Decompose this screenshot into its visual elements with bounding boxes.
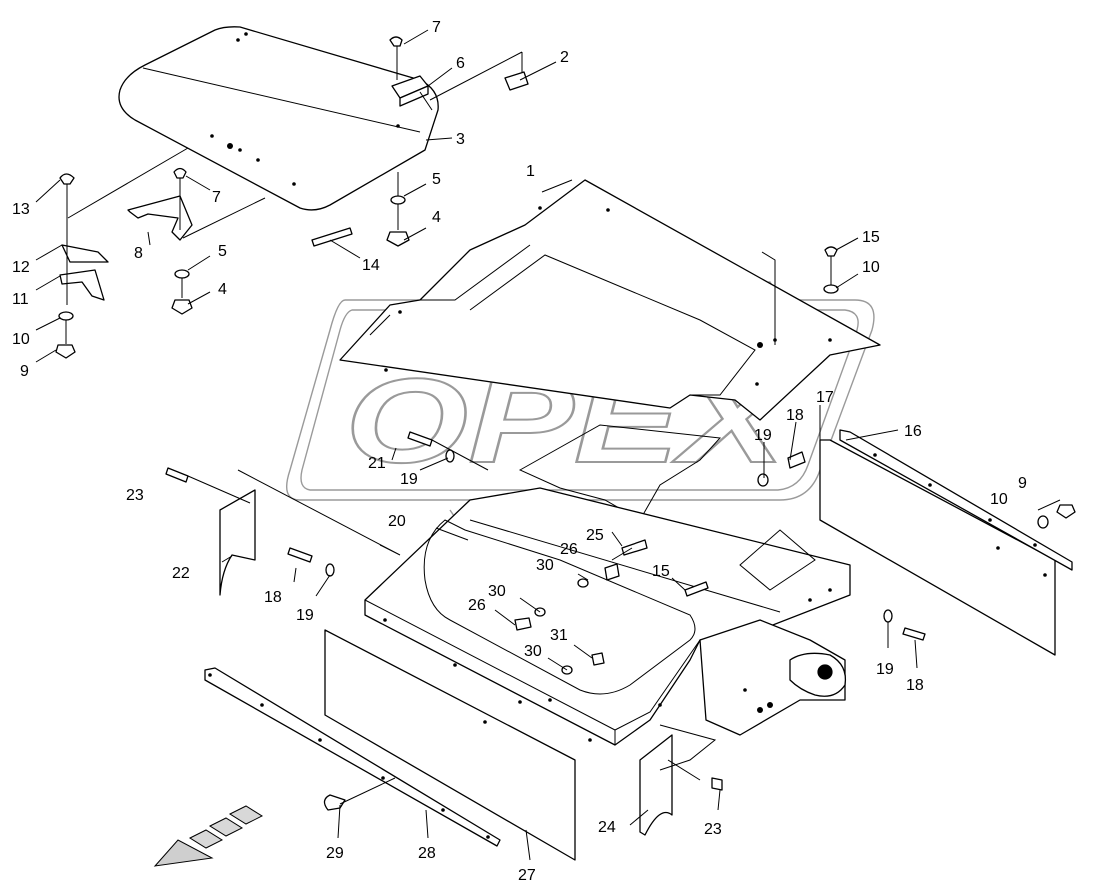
rear-plate-outline <box>518 424 722 521</box>
left-bracket-part <box>219 489 256 596</box>
callout-17: 17 <box>816 389 834 406</box>
callout-26-top: 26 <box>560 541 578 558</box>
callout-10-right: 10 <box>990 491 1008 508</box>
callout-18-bottom: 18 <box>906 677 924 694</box>
floor-plate-part <box>339 179 881 421</box>
callout-26-mid: 26 <box>468 597 486 614</box>
callout-18-left: 18 <box>264 589 282 606</box>
right-side-plates <box>819 429 1073 656</box>
callout-11: 11 <box>12 291 29 308</box>
callout-9-right: 9 <box>1018 475 1027 492</box>
strip-part <box>311 227 353 247</box>
callout-20: 20 <box>388 513 406 530</box>
callout-25: 25 <box>586 527 604 544</box>
forward-direction-arrow-icon <box>153 805 264 867</box>
callout-28: 28 <box>418 845 436 862</box>
callout-19-right: 19 <box>754 427 772 444</box>
callout-19-left: 19 <box>296 607 314 624</box>
callout-21: 21 <box>368 455 386 472</box>
callout-12: 12 <box>12 259 30 276</box>
callout-4-top: 4 <box>432 209 441 226</box>
callout-7-top: 7 <box>432 19 441 36</box>
top-cover-part <box>118 26 439 211</box>
left-small-parts <box>55 147 266 359</box>
callout-4-left: 4 <box>218 281 227 298</box>
callout-14: 14 <box>362 257 380 274</box>
callout-30-bottom: 30 <box>524 643 542 660</box>
callout-2: 2 <box>560 49 569 66</box>
callout-7-left: 7 <box>212 189 221 206</box>
callout-27: 27 <box>518 867 536 884</box>
callout-5-top: 5 <box>432 171 441 188</box>
scattered-fasteners <box>165 246 1076 811</box>
callout-16: 16 <box>904 423 922 440</box>
callout-19-mid: 19 <box>400 471 418 488</box>
center-fasteners <box>386 172 410 247</box>
callout-1: 1 <box>526 163 535 180</box>
callout-6: 6 <box>456 55 465 72</box>
callout-29: 29 <box>326 845 344 862</box>
callout-9-left: 9 <box>20 363 29 380</box>
bottom-bracket-part <box>639 734 673 836</box>
bottom-plates <box>204 629 576 861</box>
callout-10-top: 10 <box>862 259 880 276</box>
callout-23-bottom: 23 <box>704 821 722 838</box>
callout-13: 13 <box>12 201 30 218</box>
callout-15-top: 15 <box>862 229 880 246</box>
callout-8: 8 <box>134 245 143 262</box>
leader-lines <box>35 29 1061 861</box>
callout-22: 22 <box>172 565 190 582</box>
callout-23-left: 23 <box>126 487 144 504</box>
callout-3: 3 <box>456 131 465 148</box>
callout-24: 24 <box>598 819 616 836</box>
callout-labels: 1 2 3 4 4 5 5 6 7 7 8 9 9 10 10 10 11 12… <box>12 19 1027 884</box>
bracket-outline <box>659 724 717 771</box>
callout-10-left: 10 <box>12 331 30 348</box>
main-frame-part <box>364 487 851 746</box>
hinge-part <box>389 36 529 111</box>
callout-30-mid: 30 <box>488 583 506 600</box>
callout-18-right: 18 <box>786 407 804 424</box>
callout-19-bottom: 19 <box>876 661 894 678</box>
callout-15-mid: 15 <box>652 563 670 580</box>
callout-31: 31 <box>550 627 568 644</box>
callout-5-left: 5 <box>218 243 227 260</box>
callout-30-top: 30 <box>536 557 554 574</box>
